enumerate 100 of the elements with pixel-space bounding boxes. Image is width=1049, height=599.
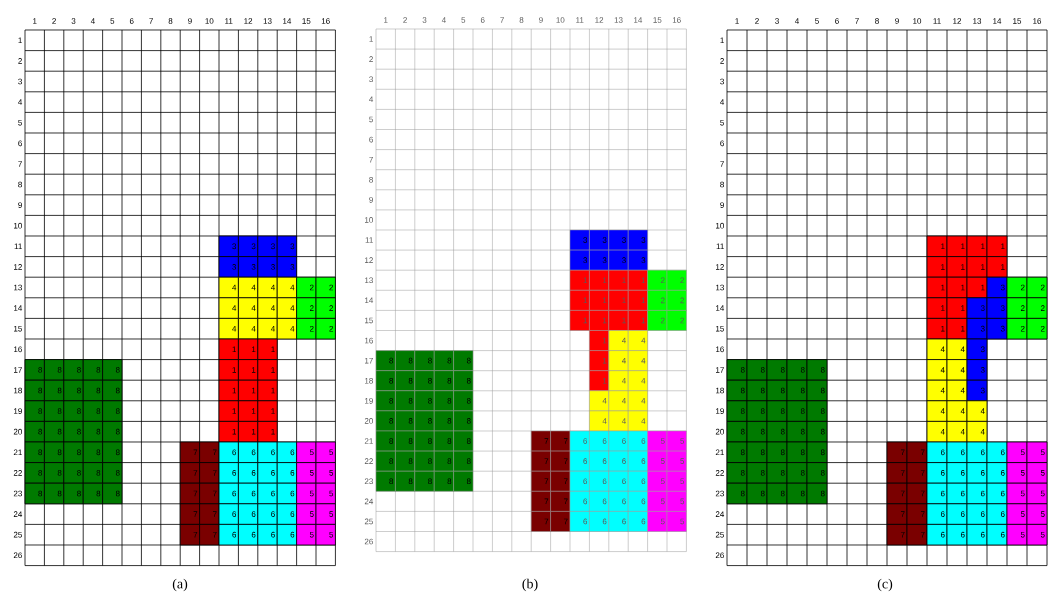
grid-cell: 7 — [550, 470, 571, 492]
grid-cell: 8 — [24, 482, 45, 505]
grid-cell: 6 — [569, 430, 590, 452]
grid-cell: 4 — [608, 390, 629, 412]
column-number: 12 — [953, 18, 962, 24]
grid-cell: 8 — [44, 421, 65, 443]
grid-cell: 8 — [102, 462, 123, 484]
grid-cell: 8 — [395, 470, 416, 492]
grid-cell: 6 — [946, 462, 968, 484]
grid-cell: 8 — [375, 430, 396, 452]
grid-cell: 8 — [746, 400, 768, 422]
grid-cell: 1 — [589, 310, 610, 331]
grid-cell: 1 — [218, 359, 239, 381]
grid-cell: 4 — [276, 297, 297, 319]
grid-cell: 6 — [946, 524, 968, 546]
grid-cell: 8 — [63, 462, 84, 484]
grid-cell: 6 — [276, 524, 297, 546]
grid-cell: 8 — [414, 450, 435, 472]
grid-cell: 8 — [82, 441, 103, 463]
grid-cell: 8 — [414, 390, 435, 412]
grid-cell: 7 — [886, 462, 908, 484]
grid-cell: 8 — [102, 400, 123, 422]
grid-cell: 3 — [589, 249, 610, 271]
grid-cell: 6 — [276, 482, 297, 505]
grid-cell: 7 — [530, 511, 551, 532]
grid-cell: 1 — [946, 297, 968, 319]
grid-cell: 8 — [453, 370, 474, 392]
grid-cell: 3 — [986, 297, 1008, 319]
grid-cell: 4 — [627, 350, 648, 371]
grid-cell: 5 — [1006, 482, 1028, 505]
grid-cell: 1 — [238, 379, 259, 402]
grid-cell: 1 — [966, 256, 988, 278]
row-number: 8 — [720, 181, 724, 188]
grid-cell: 8 — [82, 421, 103, 443]
grid-cell: 5 — [315, 462, 336, 484]
grid-cell: 5 — [647, 470, 668, 492]
grid-cell: 3 — [218, 235, 239, 257]
grid-cell: 6 — [986, 482, 1008, 505]
grid-cell: 8 — [102, 359, 123, 381]
grid-cell: 7 — [179, 503, 200, 525]
grid-cell: 5 — [296, 462, 317, 484]
column-number: 13 — [614, 17, 623, 23]
grid-cell: 7 — [179, 524, 200, 546]
grid-cell: 7 — [550, 430, 571, 452]
grid-cell: 6 — [966, 482, 988, 505]
grid-cell: 1 — [946, 235, 968, 257]
row-number: 4 — [369, 96, 374, 103]
grid-cell: 5 — [1026, 441, 1048, 463]
row-number: 15 — [716, 325, 724, 332]
row-number: 19 — [14, 408, 22, 414]
column-number: 7 — [855, 18, 859, 24]
grid-cell: 7 — [550, 450, 571, 472]
grid-cell: 8 — [102, 379, 123, 402]
grid-cell: 1 — [589, 269, 610, 291]
column-number: 11 — [576, 17, 584, 23]
grid-cell: 8 — [414, 470, 435, 492]
grid-cell: 3 — [966, 318, 988, 340]
caption: (b) — [522, 578, 538, 592]
column-number: 10 — [913, 18, 922, 24]
grid-cell: 4 — [926, 338, 948, 360]
grid-cell: 3 — [238, 235, 259, 257]
row-number: 10 — [14, 222, 22, 229]
row-number: 2 — [369, 56, 373, 62]
row-number: 22 — [364, 458, 373, 464]
grid-cell: 8 — [433, 470, 454, 492]
grid-cell: 6 — [926, 441, 948, 463]
grid-cell: 6 — [257, 503, 278, 525]
grid-cell: 4 — [589, 390, 610, 412]
grid-cell: 8 — [24, 400, 45, 422]
row-number: 21 — [13, 449, 22, 456]
column-number: 2 — [403, 17, 407, 23]
grid-cell: 5 — [296, 503, 317, 525]
grid-cell: 8 — [63, 400, 84, 422]
grid-cell: 6 — [966, 462, 988, 484]
row-number: 11 — [716, 243, 724, 250]
grid-cell: 6 — [238, 503, 259, 525]
grid-cell: 7 — [886, 524, 908, 546]
grid-cell: 6 — [608, 430, 629, 452]
grid-cell: 6 — [589, 450, 610, 472]
grid-cell: 1 — [218, 338, 239, 360]
grid-cell: 8 — [453, 390, 474, 412]
grid-cell: 3 — [966, 338, 988, 360]
grid-cell: 8 — [766, 379, 788, 402]
grid-cell: 8 — [44, 359, 65, 381]
grid-cell: 1 — [627, 269, 648, 291]
grid-cell: 8 — [44, 379, 65, 402]
row-number: 24 — [13, 511, 23, 517]
grid-cell: 1 — [966, 276, 988, 299]
column-number: 4 — [90, 18, 95, 24]
row-number: 26 — [13, 552, 22, 559]
grid-cell: 4 — [257, 276, 278, 299]
row-number: 1 — [18, 37, 22, 44]
column-number: 14 — [634, 17, 643, 23]
row-number: 10 — [365, 217, 373, 223]
grid-cell: 3 — [589, 229, 610, 251]
grid-cell: 8 — [375, 470, 396, 492]
column-number: 6 — [835, 18, 839, 24]
grid-cell: 8 — [453, 470, 474, 492]
row-number: 7 — [369, 156, 373, 163]
grid-cell: 5 — [1026, 482, 1048, 505]
